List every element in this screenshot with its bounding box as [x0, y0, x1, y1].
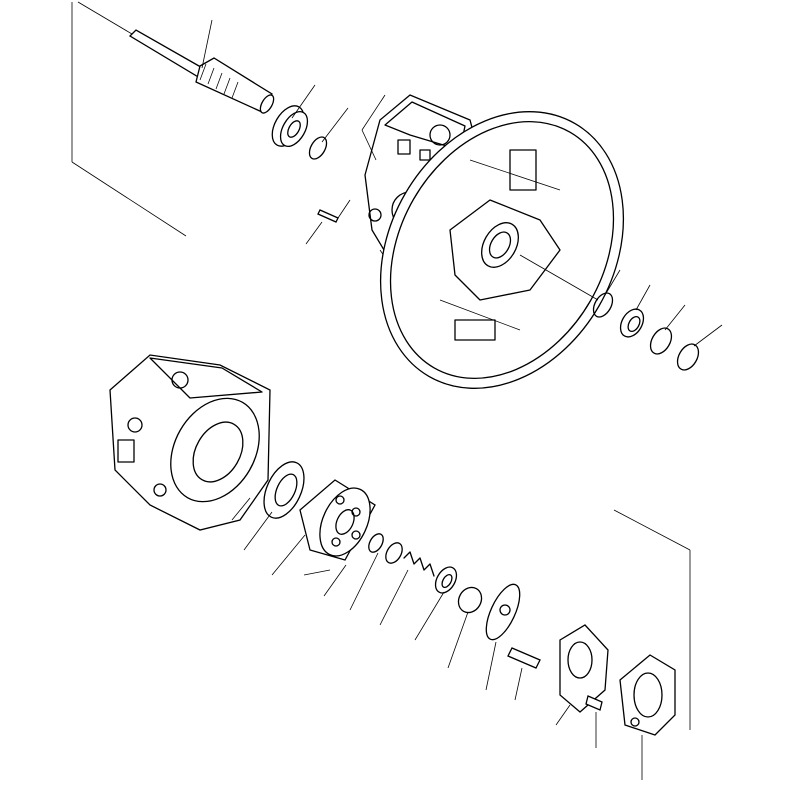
port-plate [485, 583, 521, 641]
leader-lines-upper [201, 19, 723, 347]
valve-plate [263, 461, 305, 519]
snap-ring [308, 136, 328, 160]
key [317, 209, 339, 223]
o-ring [649, 327, 673, 355]
leader-lines-lower [231, 497, 643, 780]
drive-shaft [128, 29, 275, 114]
lower-group-bracket [613, 509, 691, 730]
spring [403, 551, 435, 577]
bearing [434, 566, 458, 594]
pin [507, 647, 541, 669]
pump-body-lower [109, 354, 271, 531]
washer [385, 542, 403, 564]
upper-group-bracket [71, 1, 187, 237]
bushing [457, 586, 483, 614]
plug [585, 695, 603, 711]
end-cover [619, 654, 676, 736]
swash-plate [559, 624, 609, 713]
flywheel-housing [379, 111, 625, 389]
snap-ring [592, 292, 614, 318]
snap-ring [676, 343, 700, 371]
oil-seal [619, 308, 645, 338]
snap-ring [368, 533, 384, 553]
shaft-bearing [271, 105, 309, 147]
cylinder-block [299, 479, 376, 561]
